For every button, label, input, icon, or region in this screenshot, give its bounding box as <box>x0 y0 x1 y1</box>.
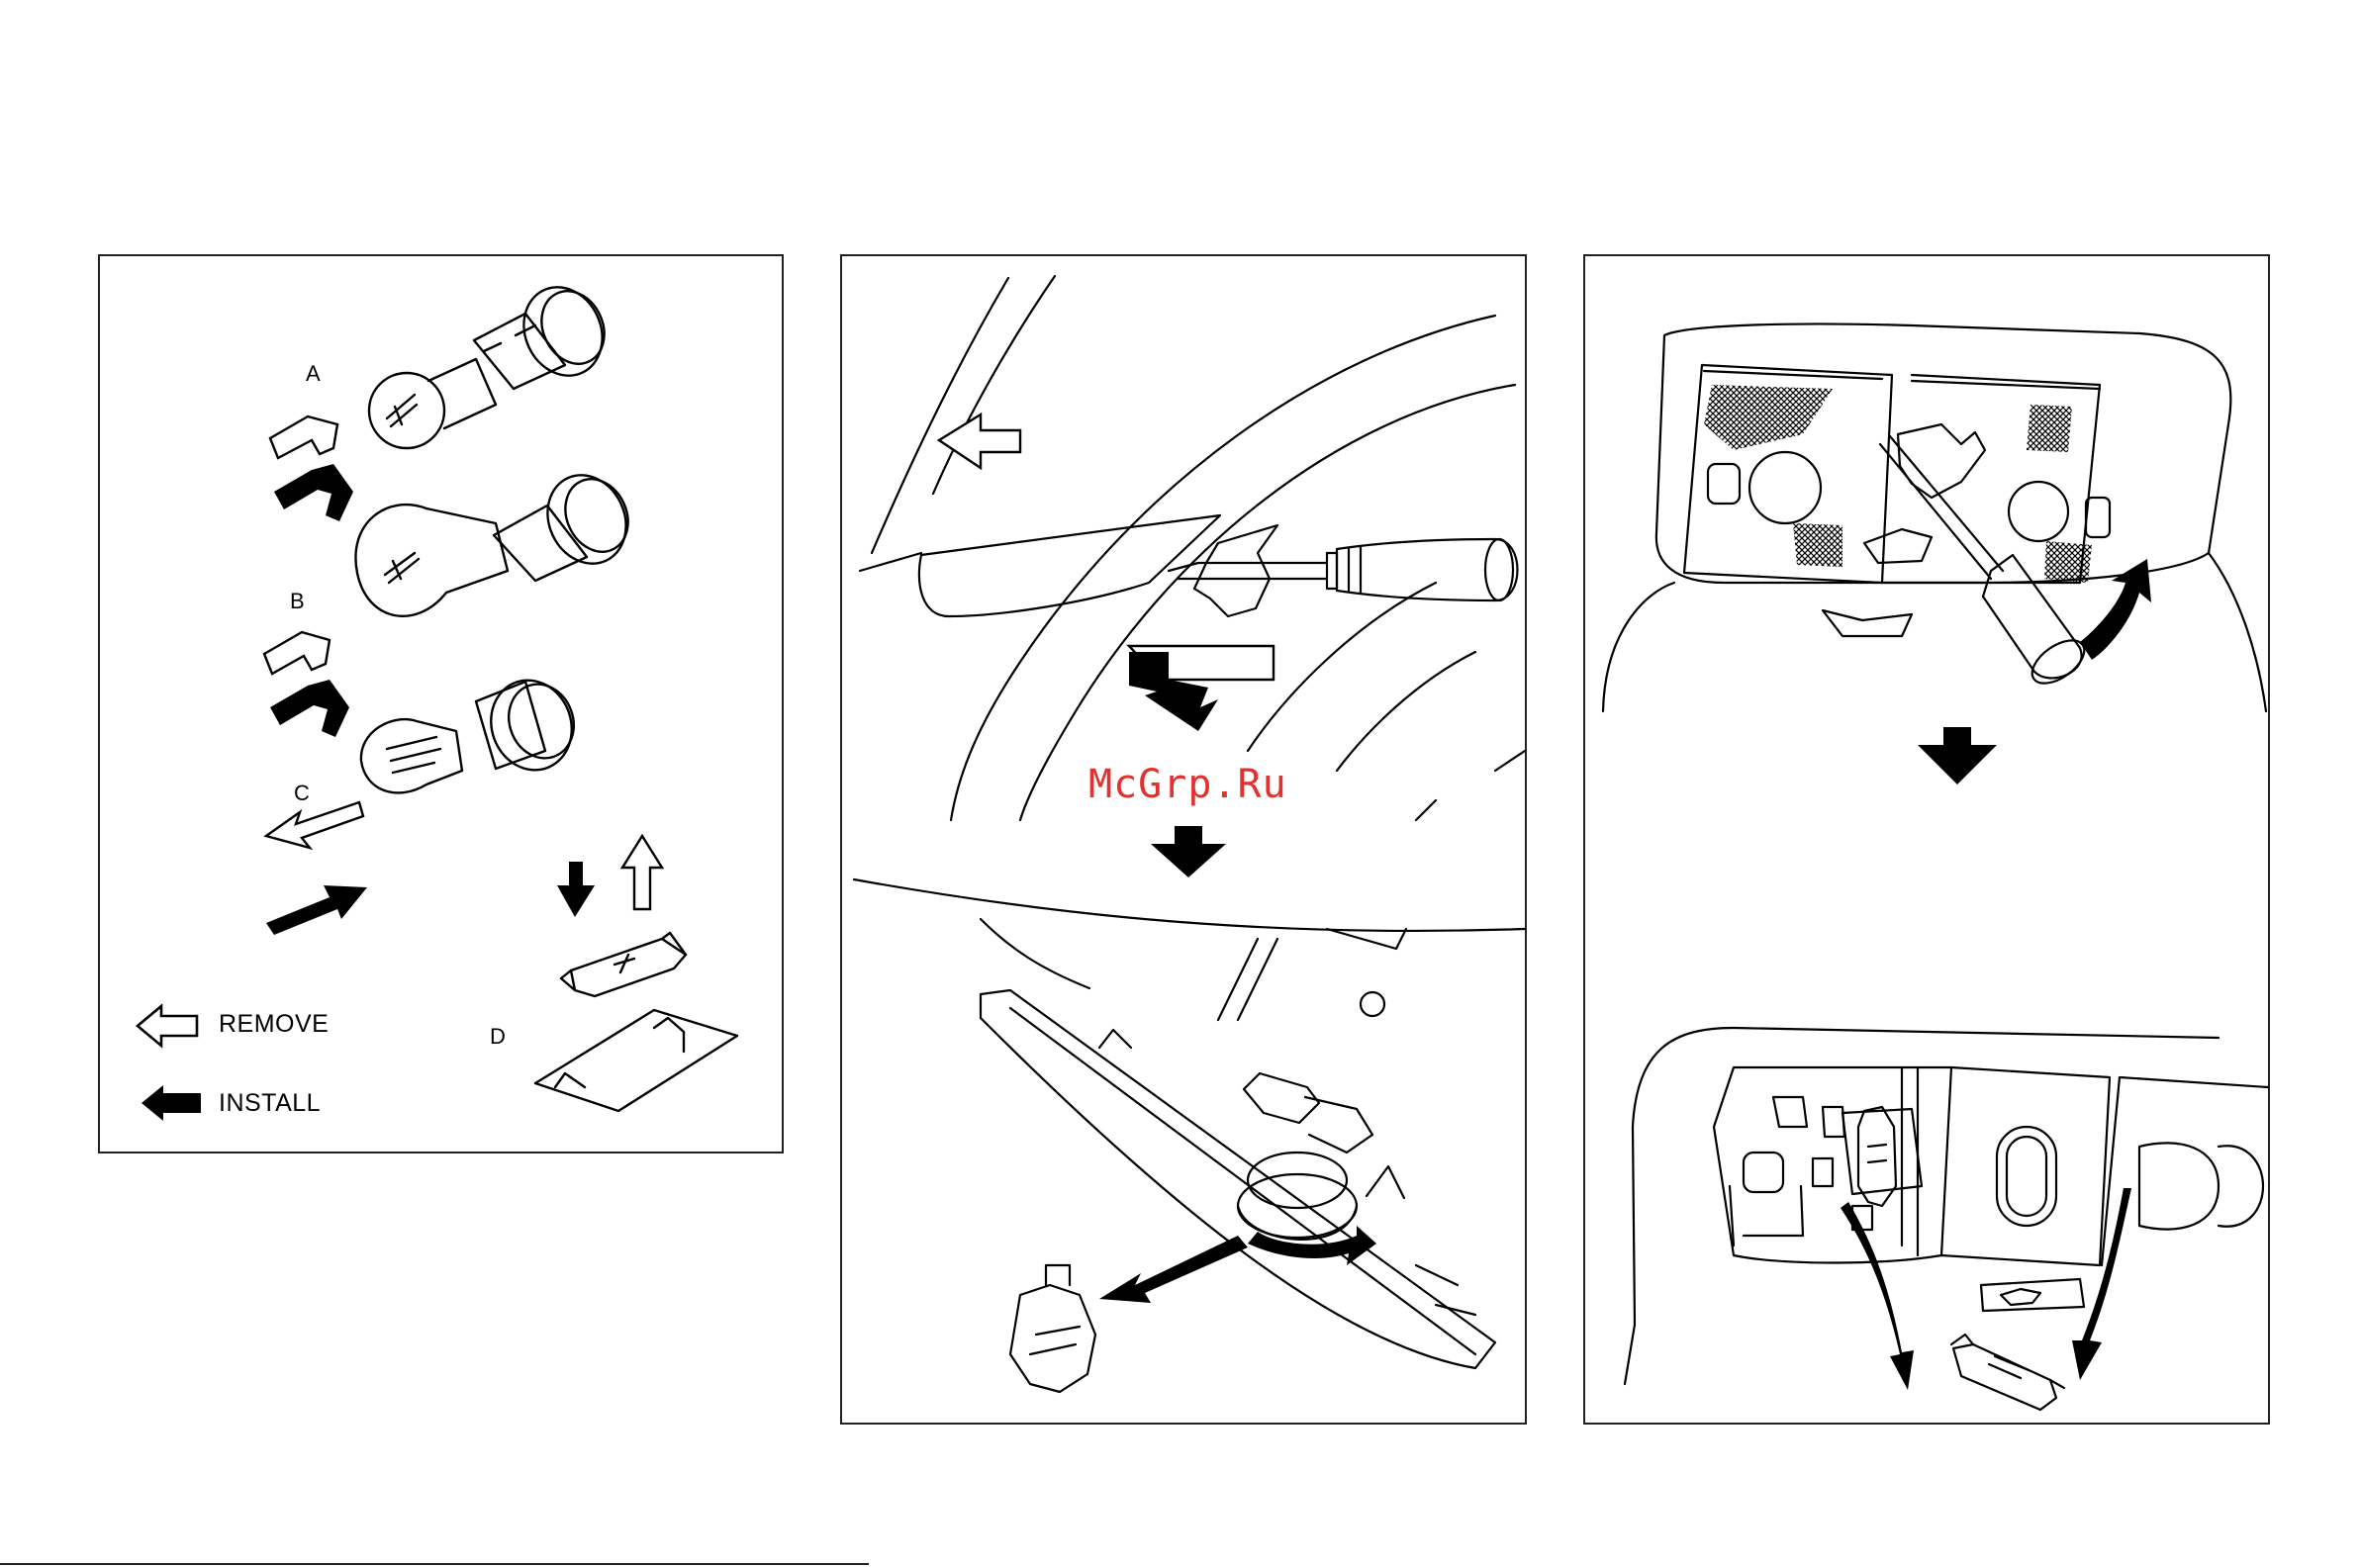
footer-rule <box>0 1563 869 1565</box>
label-b: B <box>290 589 305 614</box>
rotate-arrows-a <box>270 416 353 521</box>
watermark: McGrp.Ru <box>1088 762 1287 807</box>
rotate-arrows-b <box>264 632 349 737</box>
room-lamp-illustration <box>1585 256 2272 1427</box>
side-lamp-illustration <box>842 256 1529 1427</box>
down-up-arrows-d <box>557 836 662 917</box>
bulb-socket <box>1238 1073 1372 1240</box>
wheel-arch <box>951 316 1495 820</box>
side-lamp-panel <box>840 254 1527 1425</box>
legend-remove-icon <box>138 1006 197 1046</box>
next-step-arrow <box>1151 826 1226 877</box>
pry-direction-arrow <box>1129 646 1274 731</box>
bulb-a <box>369 359 496 448</box>
pry-up-arrow <box>2080 559 2151 660</box>
body-panel-edge <box>872 278 1008 553</box>
pull-out-arrow <box>1099 1236 1248 1303</box>
screwdriver-1 <box>1169 539 1518 600</box>
legend-install-label: INSTALL <box>219 1089 321 1118</box>
room-lamp-panel <box>1583 254 2270 1425</box>
bulb-d-holder <box>535 1010 737 1111</box>
pull-push-arrows-c <box>266 802 367 935</box>
room-lamp-housing <box>1656 323 2231 583</box>
label-a: A <box>306 361 321 387</box>
next-step-arrow-2 <box>1918 727 1997 784</box>
bulb-b <box>355 505 508 616</box>
bulb-b-socket <box>494 462 640 581</box>
label-c: C <box>294 781 310 806</box>
label-d: D <box>490 1024 506 1050</box>
legend-remove-label: REMOVE <box>219 1010 329 1039</box>
protective-cloth <box>1194 525 1277 616</box>
bulb-types-illustration <box>100 256 786 1155</box>
bulb-types-panel: A B C D REMOVE INSTALL <box>98 254 784 1153</box>
side-lamp-lens <box>919 515 1220 616</box>
legend-install-icon <box>142 1085 201 1121</box>
bulb-c-socket <box>476 669 584 782</box>
bulb-c <box>361 719 462 792</box>
front-direction-arrow <box>939 415 1020 468</box>
festoon-bulb-removed <box>1951 1335 2064 1410</box>
bulb-a-socket <box>474 274 616 389</box>
bulb-d <box>561 933 686 996</box>
wedge-bulb <box>1010 1265 1095 1392</box>
lens-mesh-texture <box>1704 385 2092 583</box>
